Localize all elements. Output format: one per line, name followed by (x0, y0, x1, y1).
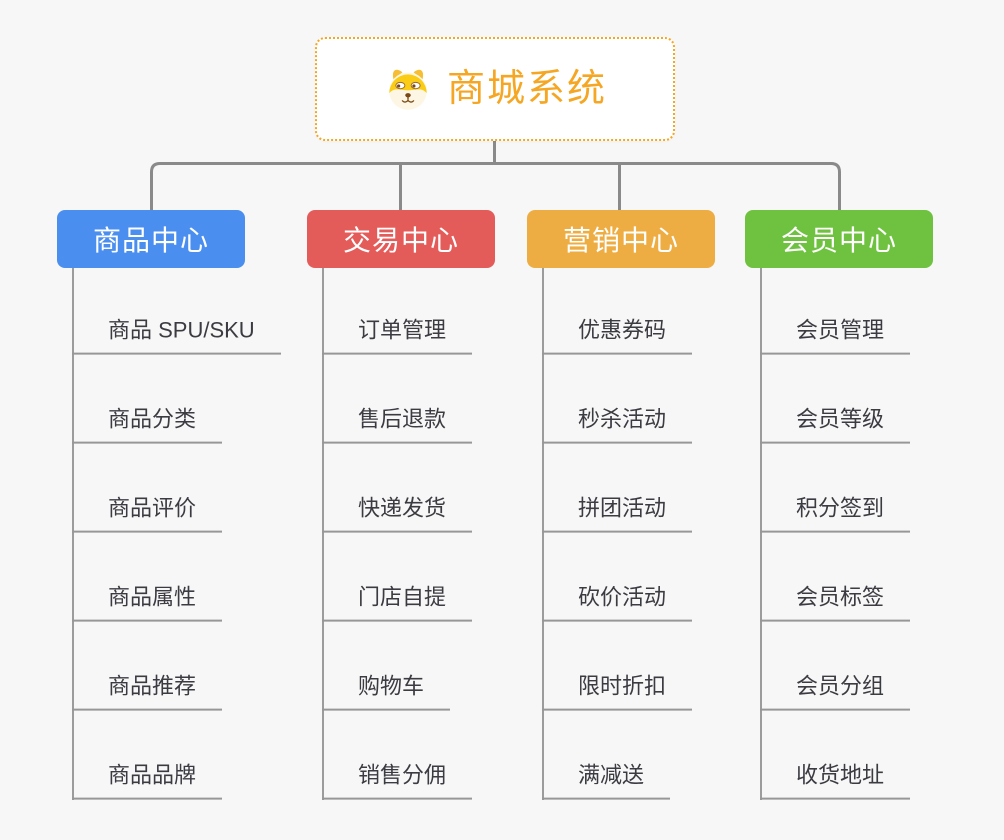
leaf-node[interactable]: 砍价活动 (542, 585, 693, 622)
branch-trunk-line (72, 268, 74, 800)
leaf-node[interactable]: 商品属性 (72, 585, 223, 622)
leaf-node[interactable]: 秒杀活动 (542, 407, 693, 444)
leaf-node[interactable]: 快递发货 (322, 496, 473, 533)
leaf-node[interactable]: 会员管理 (760, 318, 911, 355)
leaf-node[interactable]: 商品评价 (72, 496, 223, 533)
leaf-node[interactable]: 会员分组 (760, 674, 911, 711)
leaf-node[interactable]: 优惠券码 (542, 318, 693, 355)
branch-trunk-line (322, 268, 324, 800)
leaf-node[interactable]: 购物车 (322, 674, 451, 711)
branch-marketing-center: 营销中心 优惠券码 秒杀活动 拼团活动 砍价活动 限时折扣 满减送 (527, 210, 715, 810)
branch-node-header[interactable]: 交易中心 (307, 210, 495, 268)
root-node-title: 商城系统 (446, 68, 607, 110)
leaf-node[interactable]: 商品分类 (72, 407, 223, 444)
leaf-node[interactable]: 门店自提 (322, 585, 473, 622)
leaf-node[interactable]: 商品品牌 (72, 763, 223, 800)
leaf-node[interactable]: 满减送 (542, 763, 671, 800)
leaf-node[interactable]: 订单管理 (322, 318, 473, 355)
leaf-node[interactable]: 会员标签 (760, 585, 911, 622)
branch-node-header[interactable]: 商品中心 (57, 210, 245, 268)
leaf-node[interactable]: 积分签到 (760, 496, 911, 533)
leaf-node[interactable]: 拼团活动 (542, 496, 693, 533)
branch-member-center: 会员中心 会员管理 会员等级 积分签到 会员标签 会员分组 收货地址 (745, 210, 933, 810)
branch-trade-center: 交易中心 订单管理 售后退款 快递发货 门店自提 购物车 销售分佣 (307, 210, 495, 810)
root-node[interactable]: 商城系统 (315, 37, 675, 141)
leaf-node[interactable]: 销售分佣 (322, 763, 473, 800)
branch-trunk-line (542, 268, 544, 800)
doge-icon (389, 69, 427, 110)
leaf-node[interactable]: 商品推荐 (72, 674, 223, 711)
leaf-node[interactable]: 商品 SPU/SKU (72, 318, 281, 355)
leaf-node[interactable]: 会员等级 (760, 407, 911, 444)
branch-product-center: 商品中心 商品 SPU/SKU 商品分类 商品评价 商品属性 商品推荐 商品品牌 (57, 210, 281, 810)
bus-line (150, 162, 841, 211)
branch-node-header[interactable]: 会员中心 (745, 210, 933, 268)
branch-node-header[interactable]: 营销中心 (527, 210, 715, 268)
leaf-node[interactable]: 售后退款 (322, 407, 473, 444)
leaf-node[interactable]: 限时折扣 (542, 674, 693, 711)
branch-trunk-line (760, 268, 762, 800)
leaf-node[interactable]: 收货地址 (760, 763, 911, 800)
